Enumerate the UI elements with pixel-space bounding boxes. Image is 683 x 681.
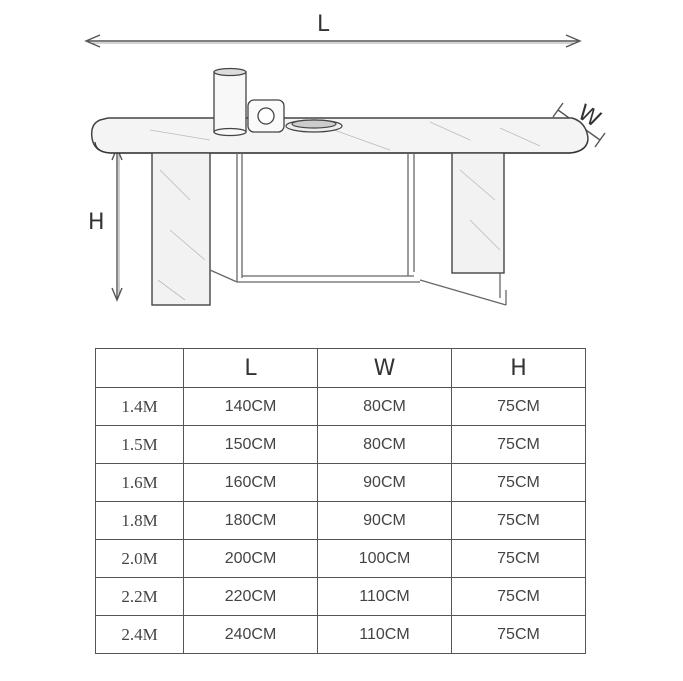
- height-cell: 75CM: [451, 501, 586, 540]
- width-cell: 110CM: [317, 615, 452, 654]
- size-cell: 2.4M: [95, 615, 184, 654]
- height-cell: 75CM: [451, 387, 586, 426]
- size-cell: 1.4M: [95, 387, 184, 426]
- header-size: [95, 348, 184, 388]
- table-header-row: L W H: [95, 348, 586, 388]
- length-cell: 200CM: [183, 539, 318, 578]
- size-cell: 1.6M: [95, 463, 184, 502]
- right-marble-leg: [451, 152, 505, 274]
- table-row: 2.0M 200CM 100CM 75CM: [95, 539, 586, 578]
- header-height: H: [451, 348, 586, 388]
- width-cell: 80CM: [317, 425, 452, 464]
- table-row: 2.4M 240CM 110CM 75CM: [95, 615, 586, 654]
- length-dimension-arrow: [84, 34, 582, 48]
- ring-sculpture-decoration: [247, 99, 285, 133]
- left-marble-leg: [151, 152, 211, 306]
- height-label: H: [88, 210, 105, 235]
- size-cell: 1.8M: [95, 501, 184, 540]
- length-cell: 150CM: [183, 425, 318, 464]
- length-cell: 220CM: [183, 577, 318, 616]
- size-table: L W H 1.4M 140CM 80CM 75CM 1.5M 150CM 80…: [95, 348, 586, 654]
- table-illustration: L H W: [0, 0, 683, 340]
- length-label: L: [317, 12, 330, 37]
- table-row: 1.8M 180CM 90CM 75CM: [95, 501, 586, 540]
- table-row: 1.5M 150CM 80CM 75CM: [95, 425, 586, 464]
- vase-decoration: [213, 67, 247, 137]
- height-cell: 75CM: [451, 425, 586, 464]
- size-cell: 2.2M: [95, 577, 184, 616]
- length-cell: 160CM: [183, 463, 318, 502]
- width-cell: 80CM: [317, 387, 452, 426]
- height-dimension-arrow: [111, 146, 123, 302]
- size-cell: 2.0M: [95, 539, 184, 578]
- width-cell: 100CM: [317, 539, 452, 578]
- table-row: 1.6M 160CM 90CM 75CM: [95, 463, 586, 502]
- height-cell: 75CM: [451, 577, 586, 616]
- width-cell: 90CM: [317, 463, 452, 502]
- height-cell: 75CM: [451, 539, 586, 578]
- height-cell: 75CM: [451, 463, 586, 502]
- width-cell: 90CM: [317, 501, 452, 540]
- metal-frame: [209, 153, 507, 306]
- header-length: L: [183, 348, 318, 388]
- length-cell: 180CM: [183, 501, 318, 540]
- length-cell: 140CM: [183, 387, 318, 426]
- height-cell: 75CM: [451, 615, 586, 654]
- width-cell: 110CM: [317, 577, 452, 616]
- header-width: W: [317, 348, 452, 388]
- plate-decoration: [285, 119, 343, 133]
- table-row: 1.4M 140CM 80CM 75CM: [95, 387, 586, 426]
- table-row: 2.2M 220CM 110CM 75CM: [95, 577, 586, 616]
- size-cell: 1.5M: [95, 425, 184, 464]
- length-cell: 240CM: [183, 615, 318, 654]
